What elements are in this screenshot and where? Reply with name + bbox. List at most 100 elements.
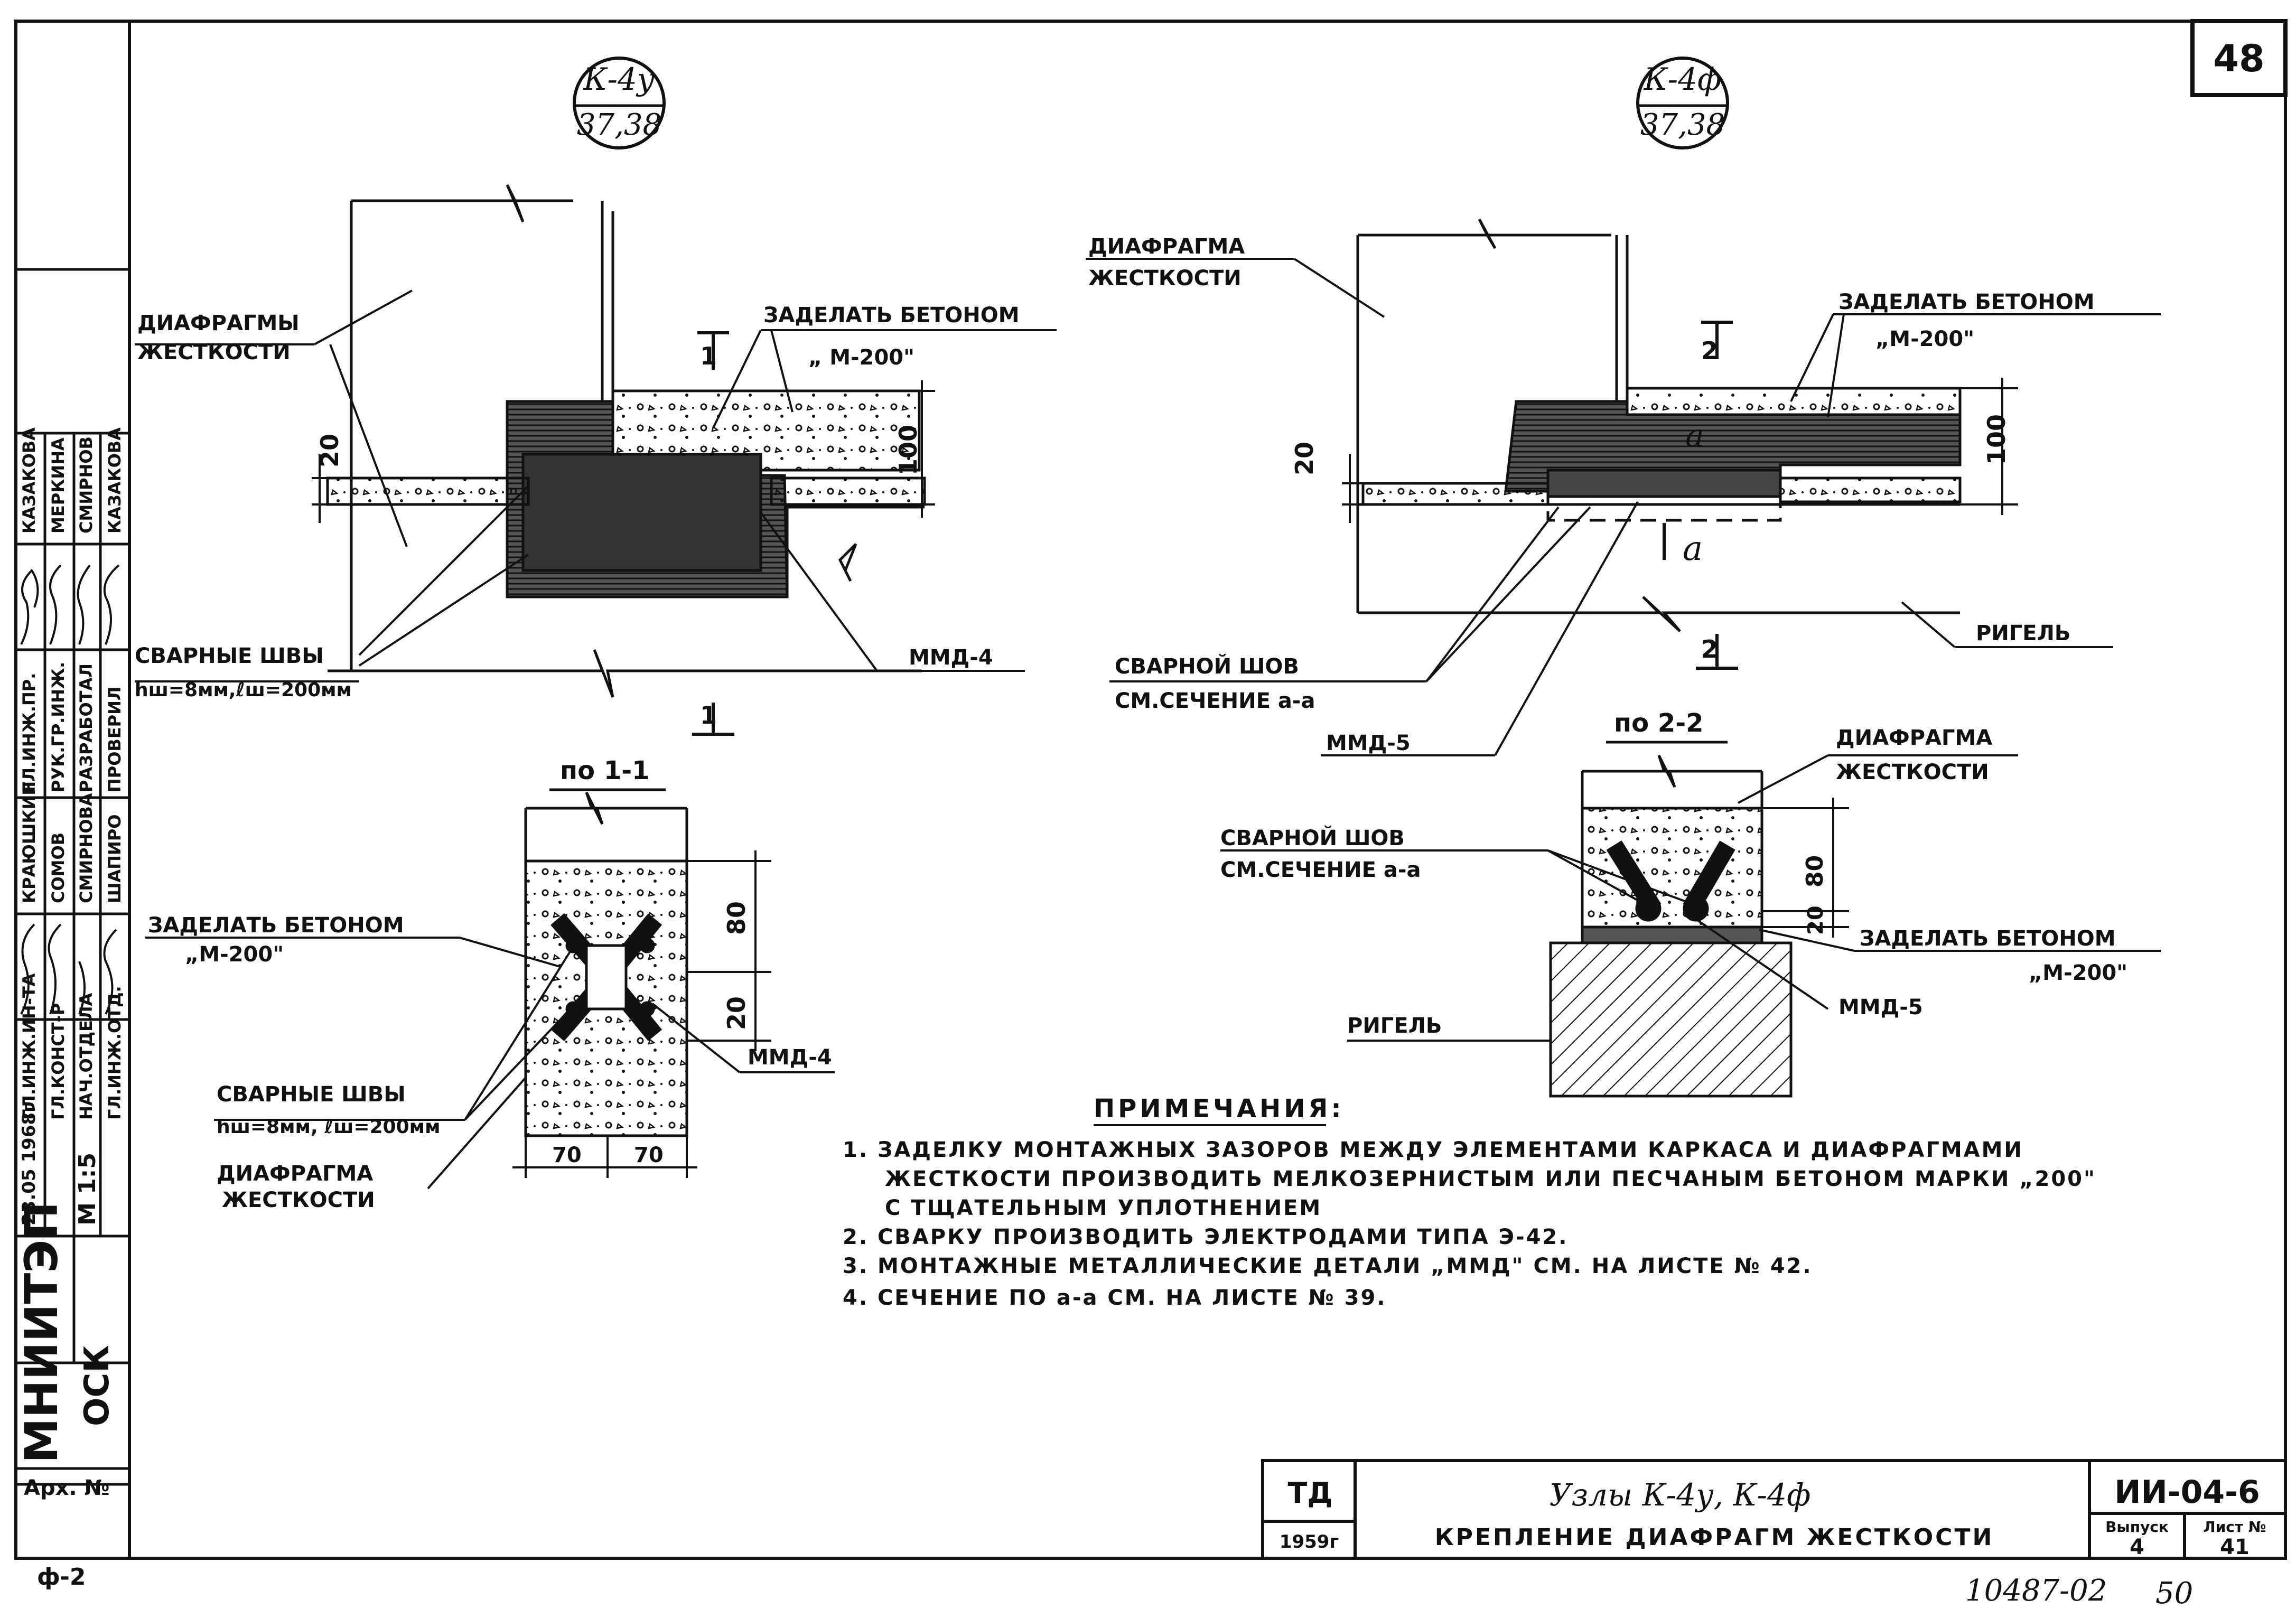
section-1-label-welds-2: hш=8мм, ℓш=200мм	[217, 1116, 441, 1138]
stamp-department: ОСК	[78, 1345, 117, 1426]
note-line-4: 2. СВАРКУ ПРОИЗВОДИТЬ ЭЛЕКТРОДАМИ ТИПА Э…	[843, 1225, 1568, 1249]
stamp-name-6: СОМОВ	[48, 832, 68, 903]
stamp-name-1: КАЗАКОВА	[19, 427, 39, 534]
node-k4u-label-diaphragms-2: ЖЕСТКОСТИ	[137, 340, 291, 364]
stamp-name-3: СМИРНОВ	[76, 436, 96, 534]
stamp-name-2: МЕРКИНА	[48, 437, 68, 534]
node-k4f-label-weld-2: СМ.СЕЧЕНИЕ а-а	[1115, 689, 1315, 713]
footer-page: 50	[2155, 1576, 2193, 1609]
node-k4f-label-diaphragm-2: ЖЕСТКОСТИ	[1088, 266, 1242, 291]
notes-heading: ПРИМЕЧАНИЯ:	[1094, 1094, 1345, 1124]
node-k4u-section-marks	[692, 331, 734, 736]
node-k4u-label-diaphragms-1: ДИАФРАГМЫ	[137, 311, 300, 335]
stamp-name-8: ШАПИРО	[105, 814, 125, 903]
section-2-title: по 2-2	[1614, 708, 1704, 738]
node-k4f-section-marks	[1663, 321, 1738, 670]
section-2-drawing	[1549, 754, 1793, 1098]
stamp-name-4: КАЗАКОВА	[105, 427, 125, 534]
stamp-organization: МНИИТЭП	[15, 1202, 68, 1463]
section-2-label-weld-1: СВАРНОЙ ШОВ	[1220, 825, 1405, 850]
node-k4f-label-concrete-1: ЗАДЕЛАТЬ БЕТОНОМ	[1838, 290, 2095, 314]
section-2-label-mmd: ММД-5	[1838, 995, 1923, 1019]
node-k4u-label-concrete-1: ЗАДЕЛАТЬ БЕТОНОМ	[763, 303, 1020, 328]
node-k4u-label-welds-2: hш=8мм,ℓш=200мм	[135, 679, 352, 701]
node-k4u-dimensions	[312, 380, 935, 523]
section-1-title: по 1-1	[560, 756, 650, 785]
stamp-role-1: ГЛ.ИНЖ.ПР.	[19, 673, 39, 792]
node-k4u-label-mmd: ММД-4	[909, 646, 993, 670]
node-k4u-label-welds-1: СВАРНЫЕ ШВЫ	[135, 644, 324, 668]
note-line-1: 1. ЗАДЕЛКУ МОНТАЖНЫХ ЗАЗОРОВ МЕЖДУ ЭЛЕМЕ…	[843, 1138, 2023, 1162]
stamp-role-5: ГЛ.ИНЖ.ОТД.	[105, 986, 125, 1120]
stamp-name-7: СМИРНОВА	[76, 793, 96, 903]
node-k4f-dimensions	[1342, 378, 2018, 523]
node-k4f-cut-mark-top: а	[1685, 417, 1704, 454]
title-doc-number: ИИ-04-6	[2114, 1474, 2260, 1511]
node-k4f-section-mark-bottom: 2	[1701, 635, 1718, 663]
section-2-leaders	[1220, 754, 2161, 1042]
section-1-leaders	[145, 937, 835, 1190]
section-1-label-diaphragm-1: ДИАФРАГМА	[217, 1162, 373, 1186]
node-k4f-section-mark-top: 2	[1701, 336, 1718, 365]
stamp-role-2: ГЛ.ИНЖ.ИН-ТА	[19, 973, 39, 1120]
section-2-dim-20: 20	[1804, 905, 1828, 935]
section-2-label-diaphragm-2: ЖЕСТКОСТИ	[1836, 760, 1989, 784]
section-1-dim-80: 80	[722, 901, 751, 935]
title-issue-label: Выпуск	[2105, 1518, 2169, 1536]
note-line-5: 3. МОНТАЖНЫЕ МЕТАЛЛИЧЕСКИЕ ДЕТАЛИ „ММД" …	[843, 1254, 1813, 1278]
node-k4f-dim-100: 100	[1982, 414, 2011, 465]
section-2-label-diaphragm-1: ДИАФРАГМА	[1836, 726, 1992, 750]
section-2-label-concrete-1: ЗАДЕЛАТЬ БЕТОНОМ	[1860, 927, 2116, 951]
title-year: 1959г	[1280, 1531, 1339, 1552]
section-1-label-mmd: ММД-4	[748, 1045, 832, 1070]
section-2-dimensions	[1762, 798, 1849, 938]
title-sheet-label: Лист №	[2203, 1518, 2266, 1536]
title-org-code: ТД	[1288, 1476, 1333, 1510]
node-k4u-section-mark-bottom: 1	[700, 701, 717, 729]
note-line-6: 4. СЕЧЕНИЕ ПО а-а СМ. НА ЛИСТЕ № 39.	[843, 1286, 1387, 1310]
node-k4f-cut-mark-bottom: а	[1683, 529, 1703, 568]
section-1-drawing	[524, 791, 688, 1137]
stamp-role-3: ГЛ.КОНСТ-Р	[48, 1003, 68, 1120]
section-1-label-diaphragm-2: ЖЕСТКОСТИ	[222, 1188, 375, 1212]
title-issue-value: 4	[2130, 1535, 2144, 1559]
node-k4f-label-mmd: ММД-5	[1326, 731, 1411, 755]
node-k4f-tag-bottom: 37,38	[1640, 108, 1725, 142]
node-k4u-leaders	[135, 289, 1057, 682]
page-number: 48	[2213, 37, 2264, 80]
node-k4f-dim-20: 20	[1290, 442, 1319, 475]
stamp-name-5: КРАЮШКИН	[19, 781, 39, 903]
title-line-1: Узлы К-4у, К-4ф	[1550, 1477, 1811, 1513]
footer-inventory: 10487-02	[1965, 1574, 2107, 1608]
node-k4f-tag: К-4ф 37,38	[1636, 57, 1729, 149]
section-2-dim-80: 80	[1802, 855, 1828, 887]
node-k4f-tag-top: К-4ф	[1644, 61, 1722, 97]
node-k4u-label-concrete-2: „ М-200"	[808, 345, 914, 370]
footer-left: ф-2	[37, 1564, 86, 1591]
node-k4u-tag-bottom: 37,38	[577, 108, 661, 142]
node-k4u-dim-20: 20	[315, 434, 344, 467]
node-k4f-label-concrete-2: „М-200"	[1875, 327, 1974, 351]
node-k4u-dim-100: 100	[894, 425, 922, 475]
archive-number: Арх. №	[24, 1476, 110, 1500]
section-2-label-weld-2: СМ.СЕЧЕНИЕ а-а	[1220, 858, 1421, 882]
stamp-role-7: РАЗРАБОТАЛ	[76, 663, 96, 792]
title-sheet-value: 41	[2220, 1535, 2250, 1559]
section-1-label-concrete-2: „М-200"	[185, 942, 284, 967]
stamp-scale: М 1:5	[74, 1153, 101, 1226]
title-block	[1261, 1459, 2287, 1560]
stamp-role-6: РУК.ГР.ИНЖ.	[48, 662, 68, 792]
section-1-dim-70-right: 70	[634, 1143, 664, 1167]
node-k4u-tag: К-4у 37,38	[573, 57, 666, 149]
section-2-label-rigel: РИГЕЛЬ	[1347, 1014, 1442, 1038]
stamp-date: 23.05 1968г	[18, 1103, 40, 1226]
node-k4u-section-mark-top: 1	[700, 342, 717, 370]
section-1-dim-20: 20	[722, 996, 751, 1030]
note-line-3: С ТЩАТЕЛЬНЫМ УПЛОТНЕНИЕМ	[885, 1196, 1322, 1220]
node-k4f-label-diaphragm-1: ДИАФРАГМА	[1088, 235, 1245, 259]
section-1-dim-70-left: 70	[552, 1143, 582, 1167]
node-k4u-drawing	[326, 184, 926, 698]
node-k4f-leaders	[1086, 258, 2161, 756]
node-k4f-drawing	[1356, 218, 1962, 632]
